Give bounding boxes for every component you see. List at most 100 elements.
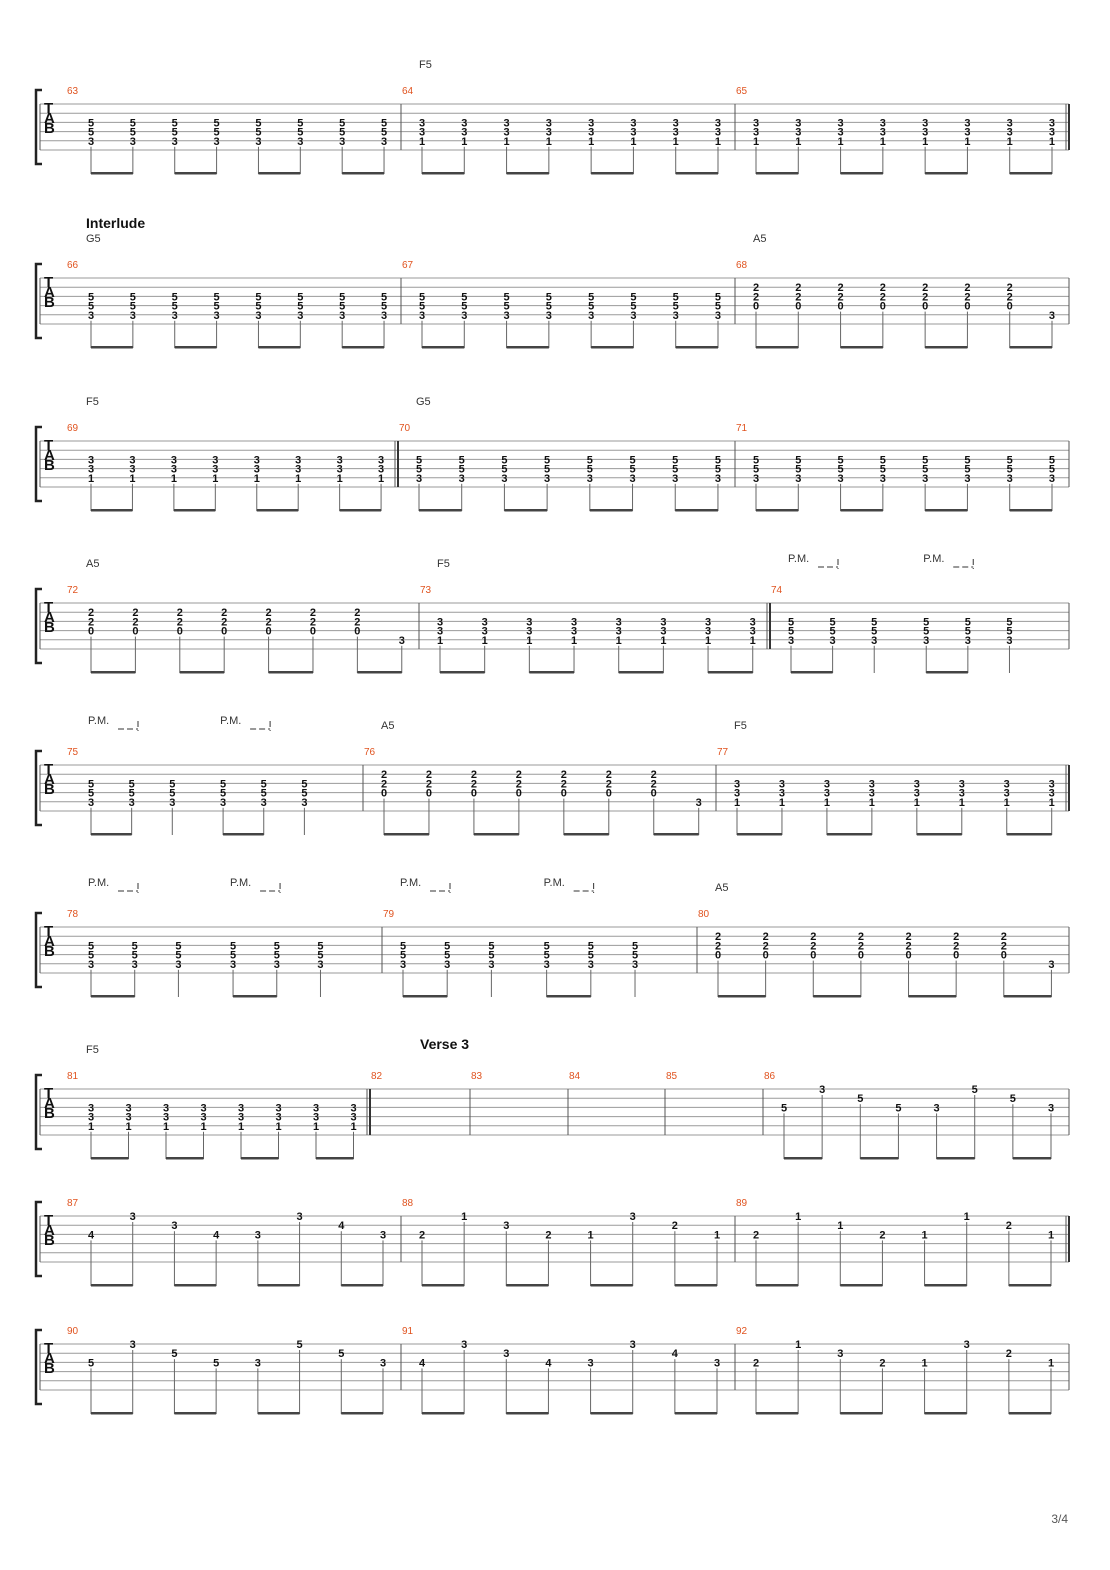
fret-number: 3 (503, 1220, 509, 1232)
fret-number: 3 (172, 136, 178, 148)
fret-number: 3 (715, 127, 721, 139)
measure-number: 65 (736, 86, 748, 97)
fret-number: 5 (965, 616, 971, 628)
tab-clef-letter: A (44, 110, 55, 127)
fret-number: 5 (339, 301, 345, 313)
fret-number: 5 (632, 950, 638, 962)
fret-number: 0 (354, 626, 360, 638)
fret-number: 2 (1006, 1220, 1012, 1232)
fret-number: 3 (734, 788, 740, 800)
fret-number: 5 (838, 464, 844, 476)
fret-number: 3 (1048, 1102, 1054, 1114)
fret-number: 5 (488, 940, 494, 952)
fret-number: 2 (606, 778, 612, 790)
measure: 83 (471, 1071, 569, 1135)
beam (756, 1412, 799, 1415)
fret-number: 5 (130, 127, 136, 139)
fret-number: 3 (964, 473, 970, 485)
measure-number: 84 (569, 1071, 581, 1082)
fret-number: 3 (588, 117, 594, 129)
fret-number: 2 (795, 282, 801, 294)
fret-number: 1 (705, 635, 711, 647)
fret-number: 3 (130, 310, 136, 322)
beam (342, 346, 385, 349)
beam (91, 346, 133, 349)
fret-number: 0 (715, 950, 721, 962)
system-brace (34, 1073, 42, 1151)
fret-number: 5 (230, 940, 236, 952)
fret-number: 0 (795, 301, 801, 313)
fret-number: 5 (88, 788, 94, 800)
fret-number: 5 (88, 117, 94, 129)
chord-name: G5 (416, 396, 431, 408)
beam (916, 833, 962, 836)
beam (546, 995, 591, 998)
fret-number: 1 (88, 473, 94, 485)
beam (316, 1157, 354, 1160)
fret-number: 3 (488, 959, 494, 971)
fret-number: 5 (1010, 1093, 1016, 1105)
fret-number: 3 (1049, 117, 1055, 129)
fret-number: 3 (400, 959, 406, 971)
beam (258, 346, 301, 349)
fret-number: 3 (337, 454, 343, 466)
fret-number: 3 (339, 136, 345, 148)
fret-number: 5 (715, 464, 721, 476)
fret-number: 5 (501, 454, 507, 466)
tab-clef-letter: B (44, 781, 55, 798)
fret-number: 3 (200, 1112, 206, 1124)
fret-number: 2 (810, 940, 816, 952)
fret-number: 5 (857, 1093, 863, 1105)
beam (506, 172, 549, 175)
fret-number: 1 (880, 136, 886, 148)
fret-number: 1 (313, 1121, 319, 1133)
beam (708, 671, 753, 674)
beam (618, 671, 664, 674)
fret-number: 3 (869, 778, 875, 790)
fret-number: 3 (571, 626, 577, 638)
fret-number: 5 (175, 950, 181, 962)
beam (256, 509, 299, 512)
fret-number: 5 (88, 940, 94, 952)
fret-number: 2 (1001, 940, 1007, 952)
fret-number: 0 (88, 626, 94, 638)
fret-number: 3 (419, 127, 425, 139)
fret-number: 1 (753, 136, 759, 148)
fret-number: 5 (274, 940, 280, 952)
fret-number: 3 (588, 310, 594, 322)
chord-name: A5 (715, 882, 728, 894)
fret-number: 1 (795, 1339, 801, 1351)
beam (653, 833, 699, 836)
fret-number: 3 (616, 626, 622, 638)
fret-number: 5 (795, 464, 801, 476)
fret-number: 4 (672, 1348, 679, 1360)
fret-number: 3 (274, 959, 280, 971)
fret-number: 3 (869, 788, 875, 800)
palm-mute-label: P.M. (544, 877, 565, 889)
fret-number: 3 (630, 117, 636, 129)
fret-number: 3 (212, 454, 218, 466)
fret-number: 2 (651, 769, 657, 781)
fret-number: 3 (750, 626, 756, 638)
fret-number: 3 (673, 117, 679, 129)
fret-number: 5 (838, 454, 844, 466)
fret-number: 5 (504, 291, 510, 303)
fret-number: 3 (261, 797, 267, 809)
fret-number: 5 (830, 626, 836, 638)
beam (563, 833, 609, 836)
fret-number: 3 (254, 464, 260, 476)
fret-number: 1 (795, 1211, 801, 1223)
fret-number: 3 (212, 464, 218, 476)
fret-number: 3 (544, 473, 550, 485)
fret-number: 0 (606, 788, 612, 800)
fret-number: 5 (871, 616, 877, 628)
fret-number: 5 (753, 464, 759, 476)
fret-number: 5 (381, 117, 387, 129)
fret-number: 3 (255, 1229, 261, 1241)
fret-number: 2 (310, 616, 316, 628)
